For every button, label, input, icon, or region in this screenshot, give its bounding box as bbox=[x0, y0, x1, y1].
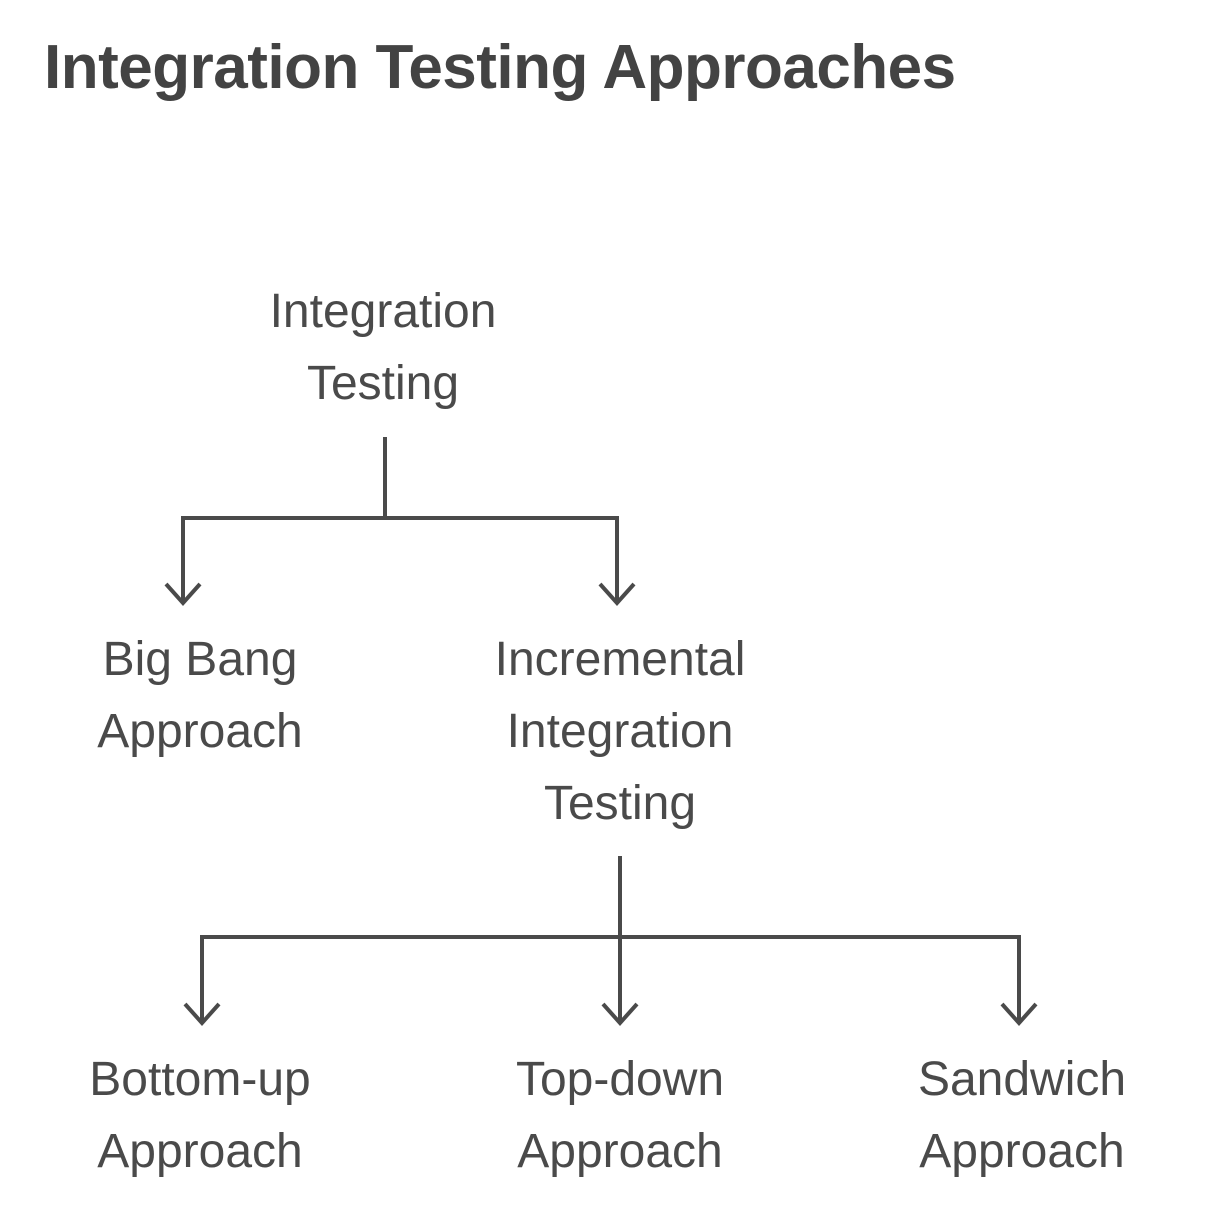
node-bottom-up-approach: Bottom-up Approach bbox=[89, 1053, 311, 1178]
arrowhead-sandwich bbox=[1000, 1002, 1038, 1026]
node-big-bang-approach: Big Bang Approach bbox=[97, 633, 303, 758]
arrowhead-top-down bbox=[601, 1002, 639, 1026]
node-top-down-approach: Top-down Approach bbox=[515, 1053, 725, 1178]
arrowhead-bottom-up bbox=[183, 1002, 221, 1026]
node-incremental-integration-testing: Incremental Integration Testing bbox=[494, 633, 746, 830]
arrowhead-incremental bbox=[598, 582, 636, 606]
page-title: Integration Testing Approaches bbox=[44, 33, 956, 102]
node-sandwich-approach: Sandwich Approach bbox=[917, 1053, 1127, 1178]
arrowhead-big-bang bbox=[164, 582, 202, 606]
node-integration-testing: Integration Testing bbox=[269, 285, 497, 410]
